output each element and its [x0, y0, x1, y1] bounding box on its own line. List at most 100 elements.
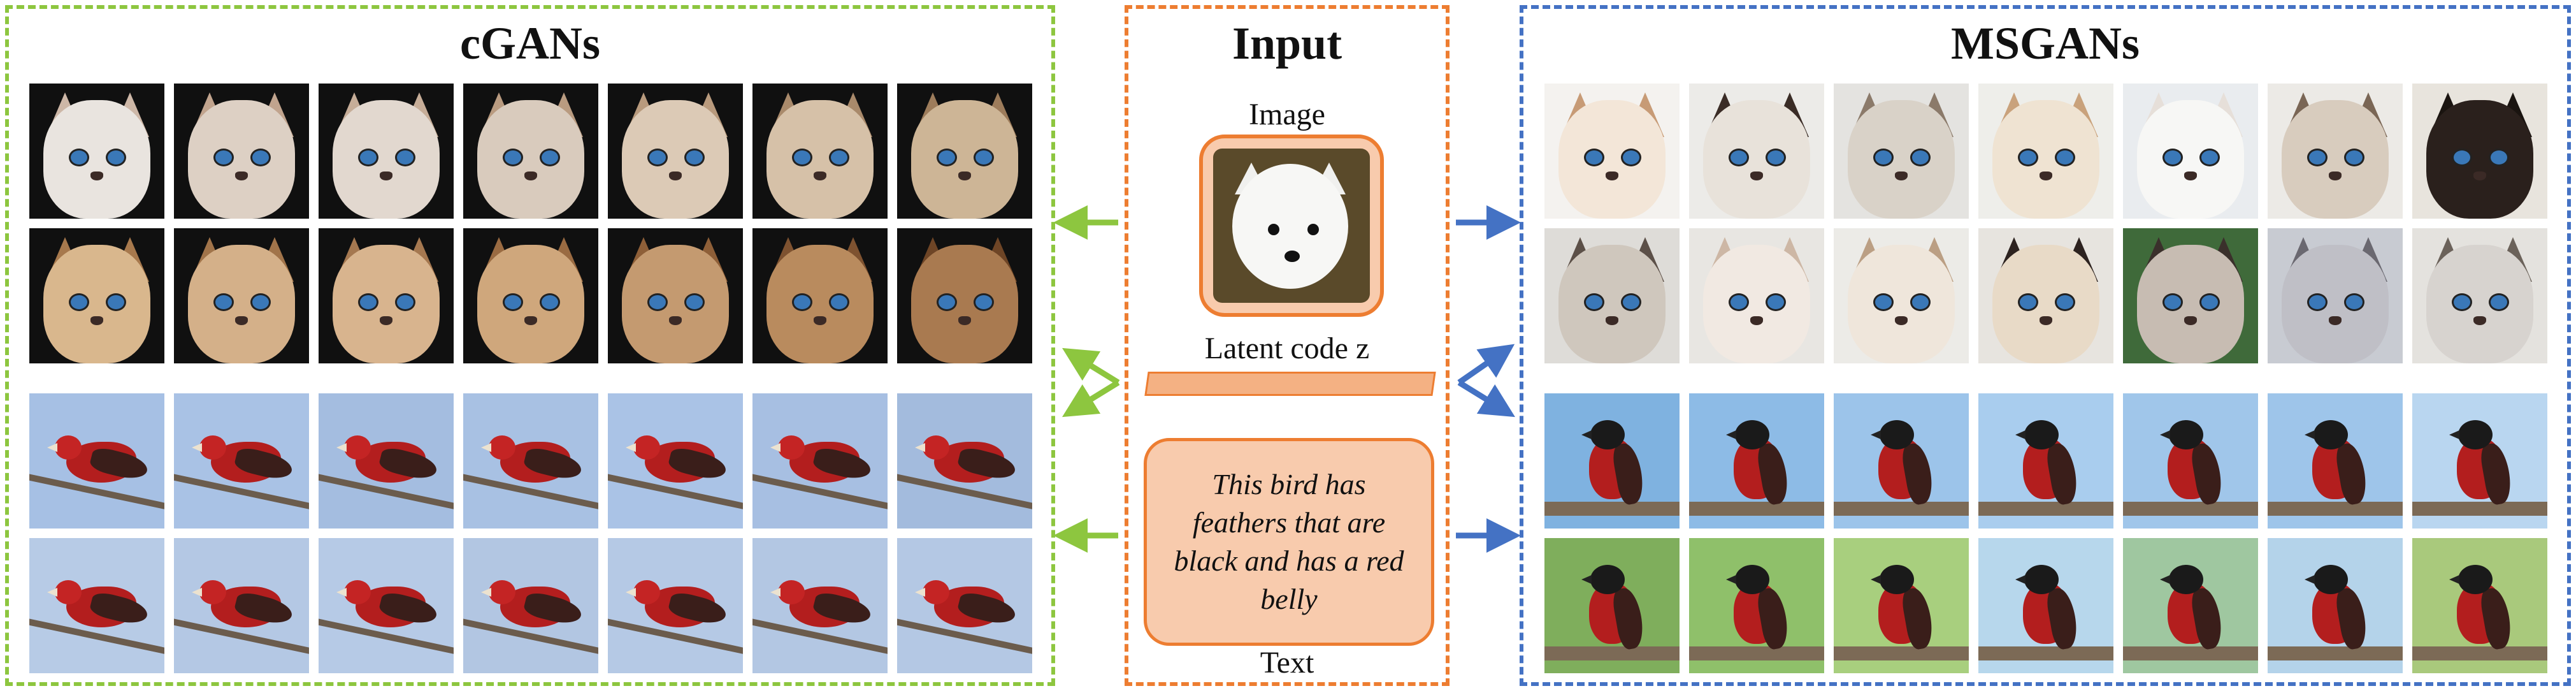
cat-face — [622, 100, 729, 219]
cat-face — [766, 100, 874, 219]
cgans-title: cGANs — [460, 18, 600, 69]
bird-beak — [1871, 430, 1881, 439]
bird-image-tile — [2123, 538, 2258, 673]
cat-image-tile — [1978, 84, 2113, 219]
cat-eye-left — [2307, 293, 2328, 311]
bird-image-tile — [2123, 393, 2258, 529]
cat-eye-left — [937, 149, 957, 166]
bird-branch — [1689, 646, 1824, 660]
msgans-title: MSGANs — [1950, 18, 2140, 69]
cat-face — [43, 100, 150, 219]
cat-image-tile — [463, 228, 598, 363]
cat-face — [1703, 100, 1810, 219]
cat-nose — [2040, 171, 2052, 180]
latent-code-bar — [1144, 372, 1436, 396]
bird-image-tile — [1689, 538, 1824, 673]
cat-eye-left — [792, 149, 812, 166]
bird-beak — [2015, 575, 2026, 584]
cat-eye-right — [540, 293, 560, 311]
cat-eye-right — [2344, 293, 2364, 311]
bird-beak — [2305, 575, 2315, 584]
cat-eye-right — [2199, 293, 2220, 311]
bird-head — [2458, 565, 2493, 594]
cat-nose — [2473, 171, 2486, 180]
cat-nose — [1750, 316, 1763, 325]
cat-image-tile — [319, 84, 454, 219]
bird-image-tile — [463, 393, 598, 529]
cat-eye-right — [829, 149, 849, 166]
cat-eye-right — [1621, 293, 1641, 311]
bird-beak — [1581, 430, 1592, 439]
cat-image-tile — [897, 228, 1032, 363]
cat-eye-left — [2162, 149, 2183, 166]
cat-nose — [669, 171, 682, 180]
cat-image-tile — [1544, 228, 1680, 363]
cat-nose — [669, 316, 682, 325]
cat-image-tile — [174, 84, 309, 219]
cat-eye-left — [2452, 149, 2472, 166]
cat-eye-left — [1729, 149, 1749, 166]
cat-nose — [90, 316, 103, 325]
cat-image-tile — [1978, 228, 2113, 363]
cat-eye-right — [2055, 149, 2075, 166]
bird-beak — [2015, 430, 2026, 439]
bird-image-tile — [1834, 538, 1969, 673]
bird-branch — [1834, 646, 1969, 660]
bird-head — [55, 435, 82, 460]
bird-head — [1735, 420, 1769, 449]
bird-head — [2313, 565, 2348, 594]
bird-beak — [47, 588, 57, 597]
cat-eye-right — [106, 149, 126, 166]
cat-eye-right — [106, 293, 126, 311]
arrow-left-latent-up — [1062, 347, 1120, 385]
cat-face — [333, 245, 440, 363]
bird-image-tile — [319, 538, 454, 673]
bird-beak — [1581, 575, 1592, 584]
cat-eye-left — [213, 293, 234, 311]
cat-eye-left — [2162, 293, 2183, 311]
cat-image-tile — [2123, 84, 2258, 219]
bird-image-tile — [29, 393, 164, 529]
bird-branch — [1978, 502, 2113, 516]
cat-eye-right — [1910, 293, 1931, 311]
cat-face — [477, 245, 584, 363]
bird-beak — [192, 588, 202, 597]
bird-image-tile — [1689, 393, 1824, 529]
bird-head — [923, 580, 949, 604]
input-image-frame — [1199, 135, 1384, 317]
bird-image-tile — [608, 538, 743, 673]
bird-head — [199, 580, 226, 604]
cat-nose — [90, 171, 103, 180]
cat-image-tile — [174, 228, 309, 363]
cat-image-tile — [897, 84, 1032, 219]
cat-nose — [2329, 316, 2342, 325]
cat-nose — [524, 316, 537, 325]
msgans-panel: MSGANs — [1520, 5, 2571, 686]
cat-nose — [380, 316, 392, 325]
cat-eye-left — [213, 149, 234, 166]
bird-image-tile — [174, 538, 309, 673]
bird-branch — [1978, 646, 2113, 660]
cat-eye-right — [2489, 293, 2509, 311]
cat-eye-right — [974, 293, 994, 311]
bird-image-tile — [2412, 393, 2547, 529]
cat-nose — [2473, 316, 2486, 325]
bird-beak — [1871, 575, 1881, 584]
cat-eye-left — [358, 149, 378, 166]
cat-eye-left — [1873, 149, 1894, 166]
bird-image-tile — [897, 393, 1032, 529]
bird-beak — [481, 443, 491, 452]
cat-face — [2282, 245, 2389, 363]
bird-branch — [2268, 646, 2403, 660]
cat-eye-left — [503, 149, 523, 166]
cat-nose — [958, 316, 971, 325]
bird-image-tile — [463, 538, 598, 673]
cat-eye-right — [684, 149, 705, 166]
bird-beak — [336, 443, 347, 452]
bird-head — [923, 435, 949, 460]
cat-face — [188, 100, 295, 219]
bird-image-tile — [1834, 393, 1969, 529]
cat-eye-right — [1766, 293, 1786, 311]
bird-image-tile — [608, 393, 743, 529]
bird-image-tile — [1978, 538, 2113, 673]
